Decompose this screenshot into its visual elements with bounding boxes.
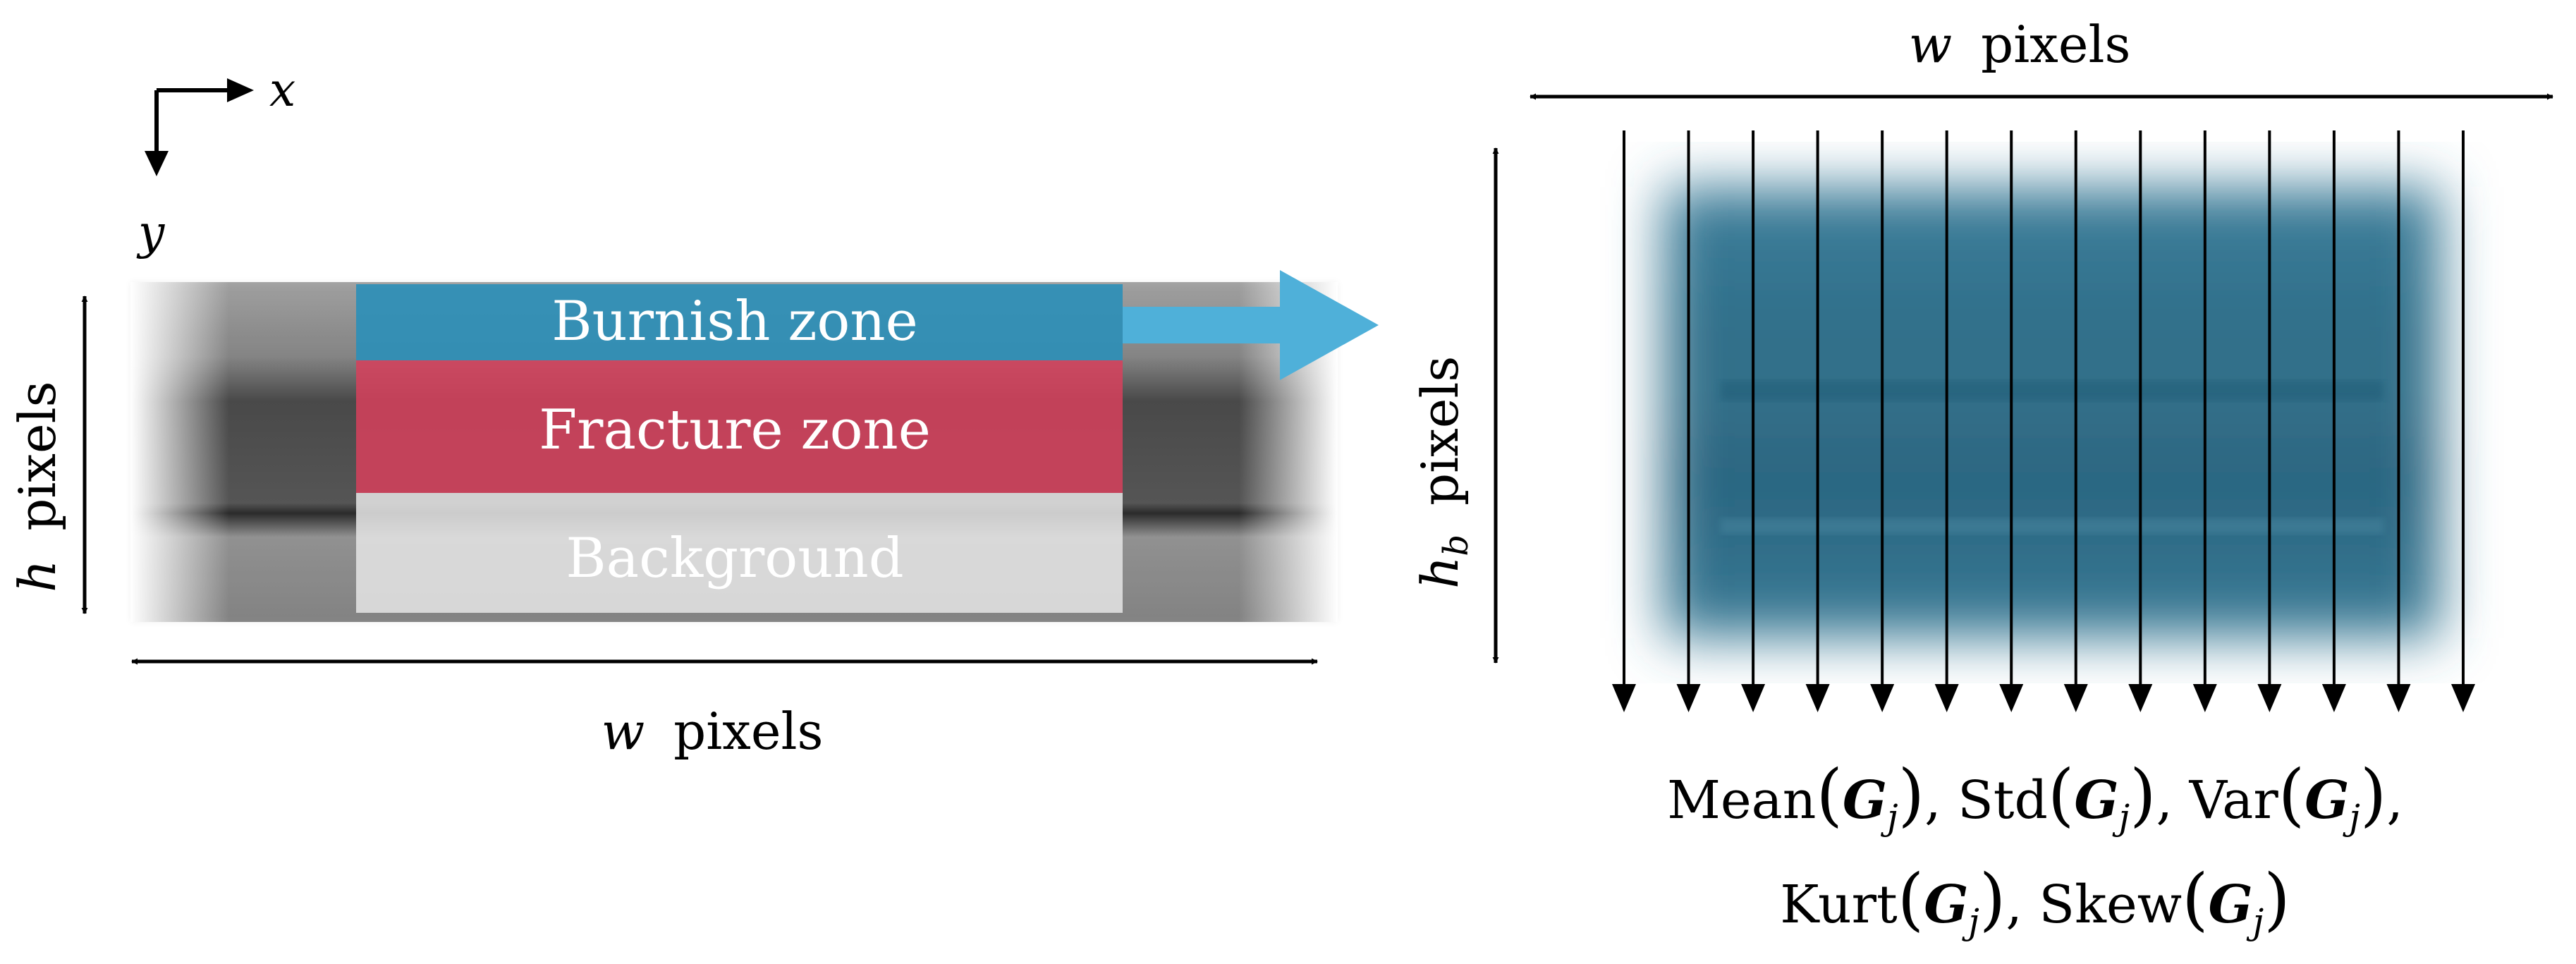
var-label: Var — [2189, 770, 2279, 831]
feature-line-1: Mean(Gj), Std(Gj), Var(Gj), — [1667, 755, 2403, 838]
x-axis-label: x — [269, 63, 295, 117]
left-width-label: w pixels — [602, 702, 824, 761]
left-width-symbol: w — [602, 702, 645, 761]
column-arrows — [1612, 130, 2475, 712]
background-zone — [356, 493, 1123, 613]
fracture-zone-label: Fracture zone — [539, 398, 931, 462]
left-height-symbol: h — [8, 560, 67, 592]
column-arrow — [1805, 130, 1830, 712]
flow-arrow — [1123, 270, 1379, 380]
skew-label: Skew — [2039, 874, 2182, 935]
std-label: Std — [1958, 770, 2048, 831]
left-height-dimension: h pixels — [8, 295, 88, 614]
kurt-label: Kurt — [1780, 874, 1898, 935]
column-arrow — [1612, 130, 1636, 712]
right-width-symbol: w — [1909, 15, 1953, 74]
burnish-zone — [356, 284, 1123, 360]
right-height-dimension: hb pixels — [1410, 147, 1499, 664]
column-arrow — [2257, 130, 2282, 712]
left-width-dimension: w pixels — [131, 658, 1318, 761]
mean-label: Mean — [1667, 770, 1816, 831]
right-height-subscript: b — [1436, 535, 1476, 556]
left-width-unit: pixels — [673, 702, 823, 761]
right-width-label: w pixels — [1909, 15, 2131, 74]
right-height-unit: pixels — [1410, 356, 1470, 506]
right-height-symbol: h — [1410, 556, 1470, 589]
column-arrow — [1741, 130, 1766, 712]
coordinate-axes: x y — [136, 63, 295, 260]
column-arrow — [2451, 130, 2475, 712]
y-axis-label: y — [136, 205, 165, 260]
left-height-label: h pixels — [8, 381, 67, 592]
background-zone-label: Background — [566, 527, 903, 590]
column-arrow — [2321, 130, 2346, 712]
column-arrow — [1870, 130, 1895, 712]
column-arrow — [2063, 130, 2088, 712]
fracture-zone — [356, 360, 1123, 493]
zone-overlays: Burnish zone Fracture zone Background — [356, 284, 1123, 613]
feature-formulas: Mean(Gj), Std(Gj), Var(Gj), Kurt(Gj), Sk… — [1667, 755, 2403, 942]
column-arrow — [2192, 130, 2217, 712]
right-width-unit: pixels — [1981, 15, 2130, 74]
right-width-dimension: w pixels — [1530, 15, 2553, 100]
column-arrow — [1999, 130, 2024, 712]
burnish-zone-label: Burnish zone — [551, 290, 918, 353]
feature-line-2: Kurt(Gj), Skew(Gj) — [1780, 860, 2290, 942]
column-arrow — [2386, 130, 2411, 712]
column-arrow — [2128, 130, 2153, 712]
column-arrow — [1676, 130, 1701, 712]
right-height-label: hb pixels — [1410, 356, 1479, 589]
column-arrow — [1934, 130, 1959, 712]
left-height-unit: pixels — [8, 381, 67, 530]
blurred-burnish-strip — [1664, 187, 2440, 638]
